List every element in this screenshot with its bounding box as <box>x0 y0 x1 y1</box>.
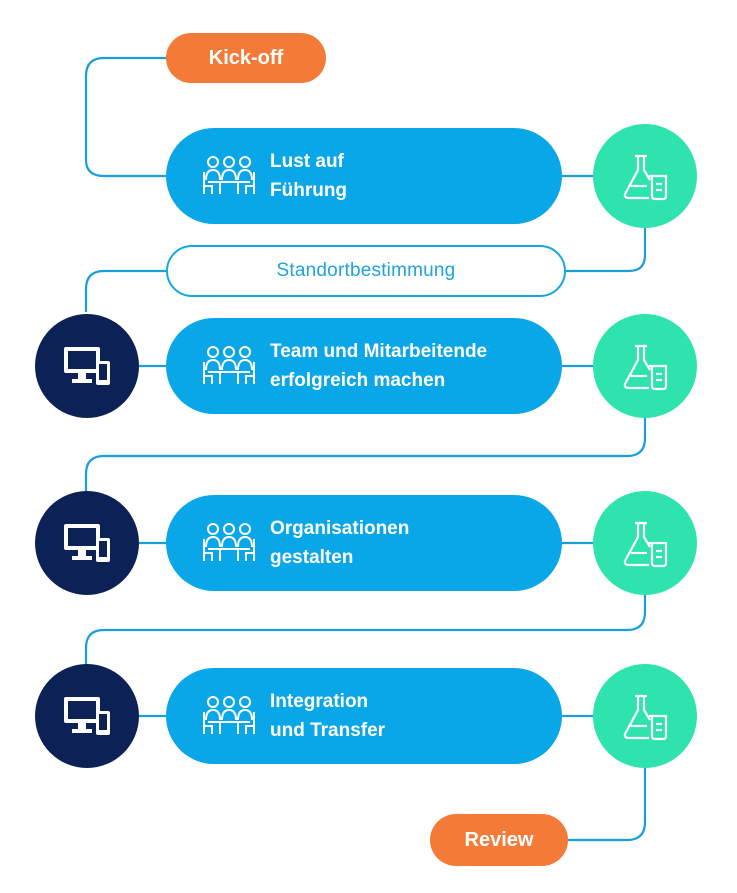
module-4-label: Integration und Transfer <box>270 691 386 741</box>
kickoff-label: Kick-off <box>208 46 284 69</box>
lab-flask-icon <box>623 521 668 568</box>
module-3-label: Organisationen gestalten <box>270 518 410 568</box>
review-milestone: Review <box>430 814 568 866</box>
module-pill-4: Integration und Transfer <box>166 668 562 764</box>
lab-flask-icon <box>623 344 668 391</box>
assessment-label: Standortbestimmung <box>276 260 456 281</box>
kickoff-milestone: Kick-off <box>166 33 326 83</box>
online-circle-3 <box>35 664 139 768</box>
connector-assessment-online1 <box>84 269 168 312</box>
computer-mobile-icon <box>64 697 110 735</box>
module-pill-2: Team und Mitarbeitende erfolgreich mache… <box>166 318 562 414</box>
computer-mobile-icon <box>64 524 110 562</box>
online-circle-1 <box>35 314 139 418</box>
lab-flask-icon <box>623 694 668 741</box>
assessment-pill: Standortbestimmung <box>166 245 566 297</box>
module-2-label: Team und Mitarbeitende erfolgreich mache… <box>270 341 488 391</box>
connector-lab2-online2 <box>84 418 647 492</box>
lab-circle-3 <box>593 491 697 595</box>
connector-lab4-review <box>566 768 647 842</box>
online-circle-2 <box>35 491 139 595</box>
module-1-label: Lust auf Führung <box>270 151 348 201</box>
lab-circle-2 <box>593 314 697 418</box>
group-meeting-icon <box>203 346 255 384</box>
group-meeting-icon <box>203 523 255 561</box>
connector-lab3-online3 <box>84 595 647 666</box>
review-label: Review <box>464 828 534 851</box>
lab-circle-1 <box>593 124 697 228</box>
module-pill-1: Lust auf Führung <box>166 128 562 224</box>
module-pill-3: Organisationen gestalten <box>166 495 562 591</box>
group-meeting-icon <box>203 156 255 194</box>
computer-mobile-icon <box>64 347 110 385</box>
connector-lab1-assessment <box>566 228 647 273</box>
connector-kickoff-module1 <box>84 56 168 178</box>
lab-flask-icon <box>623 154 668 201</box>
lab-circle-4 <box>593 664 697 768</box>
group-meeting-icon <box>203 696 255 734</box>
